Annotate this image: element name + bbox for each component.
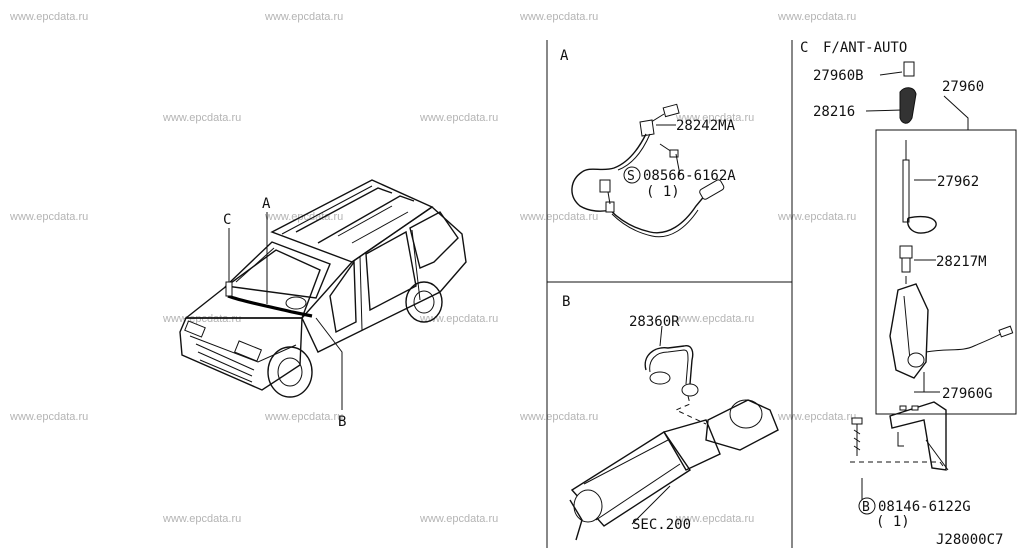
panel-c-antenna-drawing xyxy=(850,61,1017,500)
watermark-text: www.epcdata.ru xyxy=(519,411,598,423)
panel-c-part-28217m: 28217M xyxy=(936,254,987,270)
panel-c-part-27960: 27960 xyxy=(942,79,984,95)
watermark-text: www.epcdata.ru xyxy=(264,211,343,223)
watermark-text: www.epcdata.ru xyxy=(162,313,241,325)
panel-b-ground-strap-drawing xyxy=(569,325,779,541)
panel-b-title: B xyxy=(562,294,570,310)
panel-c-variant: F/ANT-AUTO xyxy=(823,40,907,56)
watermark-text: www.epcdata.ru xyxy=(777,11,856,23)
watermark-text: www.epcdata.ru xyxy=(675,313,754,325)
panel-a-bolt-number: 08566-6162A xyxy=(643,168,736,184)
panel-c-part-27960g: 27960G xyxy=(942,386,993,402)
bolt-b-symbol xyxy=(858,497,876,515)
callout-a: A xyxy=(262,196,271,212)
callout-b: B xyxy=(338,414,346,430)
watermark-text: www.epcdata.ru xyxy=(519,11,598,23)
panel-c-bolt-qty: ( 1) xyxy=(876,514,910,530)
watermark-text: www.epcdata.ru xyxy=(419,112,498,124)
panel-a-cable-drawing xyxy=(571,103,725,238)
watermark-text: www.epcdata.ru xyxy=(419,313,498,325)
watermark-text: www.epcdata.ru xyxy=(777,211,856,223)
watermark-text: www.epcdata.ru xyxy=(675,513,754,525)
panel-b-section-ref: SEC.200 xyxy=(632,517,691,533)
watermark-text: www.epcdata.ru xyxy=(519,211,598,223)
watermark-text: www.epcdata.ru xyxy=(162,513,241,525)
watermark-layer: www.epcdata.ru www.epcdata.ru www.epcdat… xyxy=(9,11,856,525)
panel-a-bolt-qty: ( 1) xyxy=(646,184,680,200)
watermark-text: www.epcdata.ru xyxy=(777,411,856,423)
watermark-text: www.epcdata.ru xyxy=(9,211,88,223)
panel-c-part-27960b: 27960B xyxy=(813,68,864,84)
panel-a-title: A xyxy=(560,48,569,64)
panel-frame xyxy=(546,40,793,548)
watermark-text: www.epcdata.ru xyxy=(419,513,498,525)
watermark-text: www.epcdata.ru xyxy=(162,112,241,124)
panel-c-part-27962: 27962 xyxy=(937,174,979,190)
panel-a-bolt-symbol: S xyxy=(627,169,635,184)
watermark-text: www.epcdata.ru xyxy=(9,411,88,423)
vehicle-overview xyxy=(179,179,467,410)
watermark-text: www.epcdata.ru xyxy=(675,112,754,124)
panel-b-part-28360r: 28360R xyxy=(629,314,680,330)
diagram-code: J28000C7 xyxy=(936,532,1003,548)
bolt-s-symbol xyxy=(623,166,641,184)
callout-c: C xyxy=(223,212,231,228)
watermark-text: www.epcdata.ru xyxy=(9,11,88,23)
watermark-text: www.epcdata.ru xyxy=(264,411,343,423)
panel-a-part-28242ma: 28242MA xyxy=(676,118,736,134)
panel-c-title: C xyxy=(800,40,808,56)
panel-c-bolt-number: 08146-6122G xyxy=(878,499,971,515)
watermark-text: www.epcdata.ru xyxy=(264,11,343,23)
panel-c-bolt-symbol: B xyxy=(862,500,870,515)
panel-c-part-28216: 28216 xyxy=(813,104,855,120)
